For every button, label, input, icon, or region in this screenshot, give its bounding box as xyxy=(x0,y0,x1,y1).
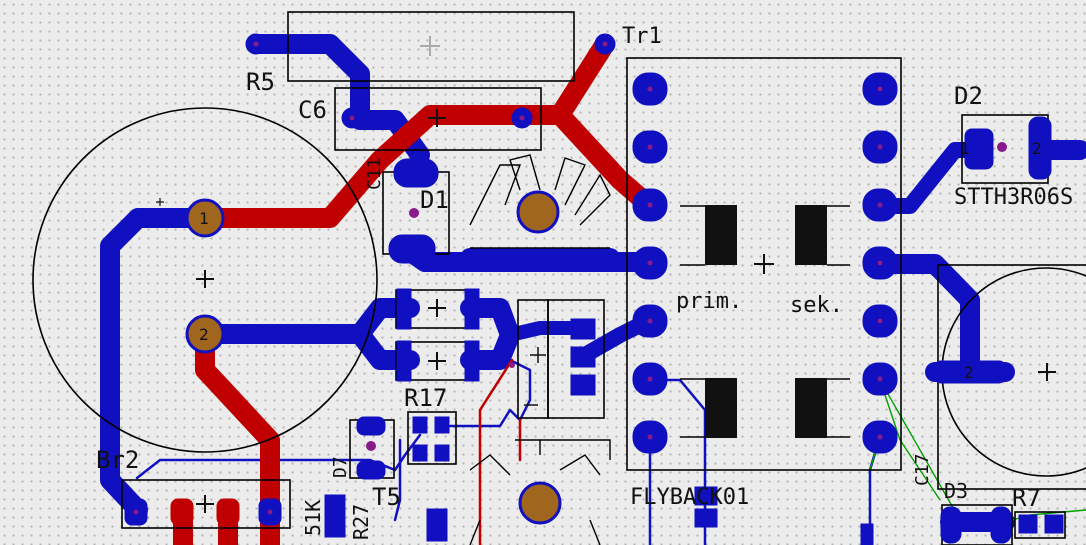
trace-bridge-minus xyxy=(195,298,420,344)
q2-outline xyxy=(517,299,549,419)
label-r17: R17 xyxy=(404,384,447,412)
label-d1: D1 xyxy=(420,186,449,214)
label-t5: T5 xyxy=(372,483,401,511)
br2-outline xyxy=(121,479,291,529)
pad-number-labels: 1 2 1 2 2 xyxy=(199,139,1042,382)
trace-thin5 xyxy=(393,438,402,522)
label-tr1: Tr1 xyxy=(622,24,662,49)
label-r5: R5 xyxy=(246,68,275,96)
label-r27: R27 xyxy=(349,504,373,540)
pad-num: 2 xyxy=(1032,139,1042,158)
label-prim: prim. xyxy=(676,289,742,314)
label-c6: C6 xyxy=(298,96,327,124)
r17-outline xyxy=(407,411,457,465)
label-sek: sek. xyxy=(790,293,843,318)
bottom-layer-traces xyxy=(100,34,1086,545)
label-flyback: FLYBACK01 xyxy=(630,485,749,510)
trace-red-thin xyxy=(478,358,522,545)
top-layer-traces xyxy=(173,34,660,545)
label-d2: D2 xyxy=(954,82,983,110)
tr1-outline xyxy=(287,11,575,82)
transformer-core xyxy=(705,205,827,438)
pad-num: 2 xyxy=(964,363,974,382)
label-c17: C17 xyxy=(912,453,933,486)
pad-num: 2 xyxy=(199,325,209,344)
label-br2: Br2 xyxy=(96,446,139,474)
label-r7: R7 xyxy=(1012,484,1041,512)
label-51k: 51K xyxy=(301,500,325,536)
flyback-outline xyxy=(626,57,902,471)
vias xyxy=(366,142,1007,451)
trace-r5 xyxy=(246,34,430,165)
trace-q1 xyxy=(503,321,592,342)
plus-marks xyxy=(156,36,1056,513)
trace-tr1 xyxy=(195,34,615,228)
heatsinks xyxy=(469,154,611,545)
transformer-core-arms xyxy=(680,205,850,438)
label-d2-part: STTH3R06S xyxy=(954,185,1073,210)
pad-num: 1 xyxy=(199,209,209,228)
c6-outline xyxy=(334,87,542,151)
pad-num: 1 xyxy=(960,139,970,158)
pad-drills xyxy=(133,41,883,515)
outlines xyxy=(32,11,1086,545)
label-d3: D3 xyxy=(944,479,968,503)
trace-bridge-left xyxy=(100,208,215,520)
r7-outline xyxy=(1014,511,1066,539)
label-d7: D7 xyxy=(330,456,351,478)
label-c11: C11 xyxy=(364,157,385,190)
bridge-cap-outline xyxy=(32,107,378,453)
silkscreen-labels: Tr1 R5 C6 C11 D1 D2 STTH3R06S prim. sek.… xyxy=(96,24,1073,540)
